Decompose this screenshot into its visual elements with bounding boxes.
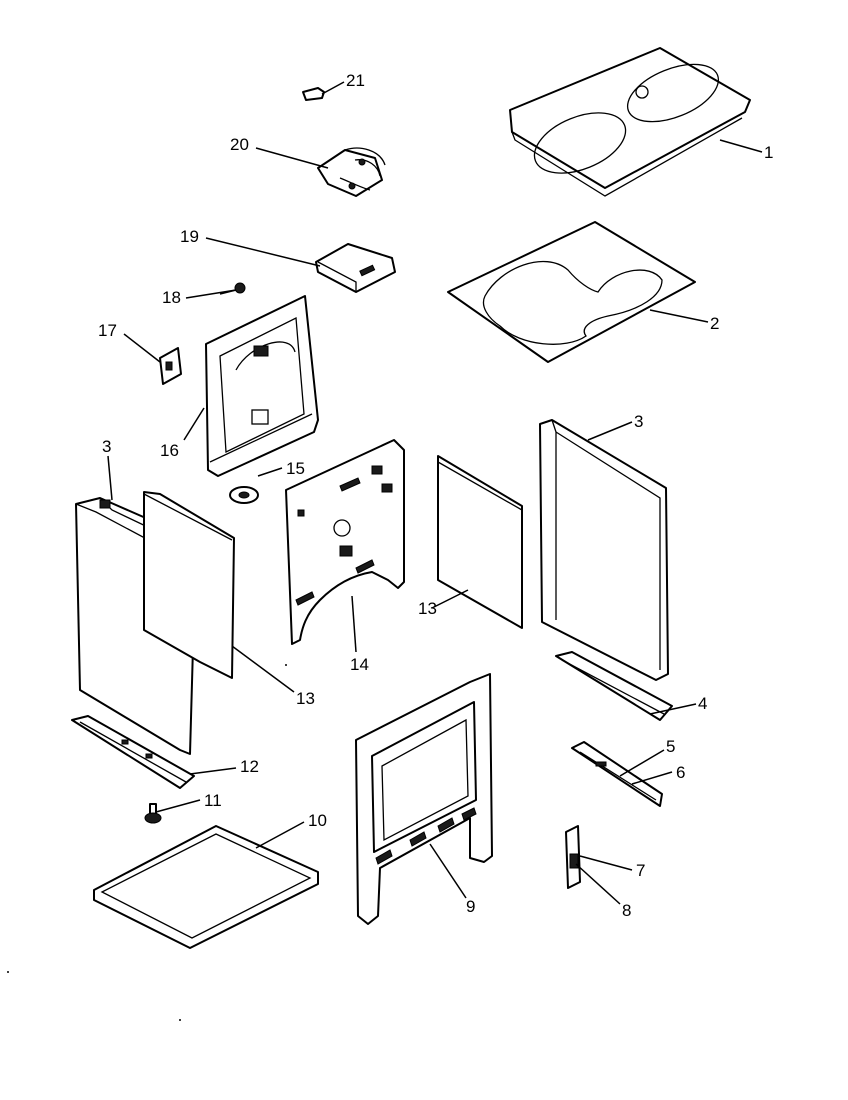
leader-13-right — [431, 589, 469, 609]
part-1-cooktop-top[interactable] — [509, 47, 751, 197]
label-18: 18 — [162, 288, 181, 307]
label-3-left: 3 — [102, 437, 111, 456]
label-20: 20 — [230, 135, 249, 154]
leader-6 — [631, 771, 673, 785]
part-19-bracket[interactable] — [315, 243, 396, 293]
part-10-drawer-pan[interactable] — [93, 825, 319, 949]
leader-10 — [255, 821, 305, 849]
label-12: 12 — [240, 757, 259, 776]
speck — [179, 1019, 181, 1021]
part-5-6-hinge-strip[interactable] — [571, 741, 663, 807]
part-2-inner-top-panel[interactable] — [447, 221, 696, 363]
leader-9 — [429, 843, 467, 899]
speck — [285, 664, 287, 666]
label-14: 14 — [350, 655, 369, 674]
leader-19 — [205, 237, 321, 267]
label-6: 6 — [676, 763, 685, 782]
label-21: 21 — [346, 71, 365, 90]
leader-20 — [255, 147, 329, 169]
label-8: 8 — [622, 901, 631, 920]
label-11: 11 — [204, 791, 222, 810]
leader-18 — [185, 289, 237, 299]
label-13-left: 13 — [296, 689, 315, 708]
leader-lines — [107, 81, 763, 905]
leader-8 — [575, 863, 621, 905]
label-3-right: 3 — [634, 412, 643, 431]
part-21-clip[interactable] — [302, 87, 325, 101]
label-16: 16 — [160, 441, 179, 460]
label-13-right: 13 — [418, 599, 437, 618]
leader-16 — [183, 407, 205, 441]
label-10: 10 — [308, 811, 327, 830]
speck — [7, 971, 9, 973]
part-14-back-panel[interactable] — [285, 439, 405, 645]
leader-3-left — [107, 455, 113, 501]
part-13-left-insulation[interactable] — [143, 491, 235, 679]
leader-1 — [719, 139, 763, 153]
label-2: 2 — [710, 314, 719, 333]
label-19: 19 — [180, 227, 199, 246]
part-17-plate[interactable] — [159, 347, 182, 385]
leader-14 — [351, 595, 357, 653]
part-20-harness-bracket[interactable] — [317, 147, 386, 197]
leader-2 — [649, 309, 709, 323]
label-15: 15 — [286, 459, 305, 478]
label-9: 9 — [466, 897, 475, 916]
callout-labels: 1 2 3 3 4 5 6 7 8 9 10 11 12 13 13 14 15… — [98, 71, 773, 920]
part-3-right-side-panel[interactable] — [539, 419, 669, 681]
label-4: 4 — [698, 694, 707, 713]
part-9-front-frame[interactable] — [355, 673, 493, 925]
part-16-rear-panel[interactable] — [205, 295, 319, 477]
leader-11 — [155, 799, 201, 813]
part-11-leveling-leg[interactable] — [144, 803, 162, 824]
part-13-right-insulation[interactable] — [437, 455, 523, 629]
leader-15 — [257, 467, 283, 477]
part-7-8-latch[interactable] — [565, 825, 581, 889]
label-7: 7 — [636, 861, 645, 880]
label-5: 5 — [666, 737, 675, 756]
part-15-grommet[interactable] — [229, 486, 259, 504]
leader-12 — [189, 767, 237, 775]
leader-7 — [579, 855, 633, 871]
leader-13-left — [231, 645, 295, 693]
leader-5 — [619, 749, 665, 777]
leader-4 — [649, 703, 697, 715]
leader-3-right — [587, 421, 633, 441]
label-1: 1 — [764, 143, 773, 162]
part-12-trim-strip[interactable] — [71, 715, 195, 789]
label-17: 17 — [98, 321, 117, 340]
leader-17 — [123, 333, 161, 363]
part-4-trim-strip[interactable] — [555, 651, 673, 721]
leader-21 — [321, 81, 345, 95]
